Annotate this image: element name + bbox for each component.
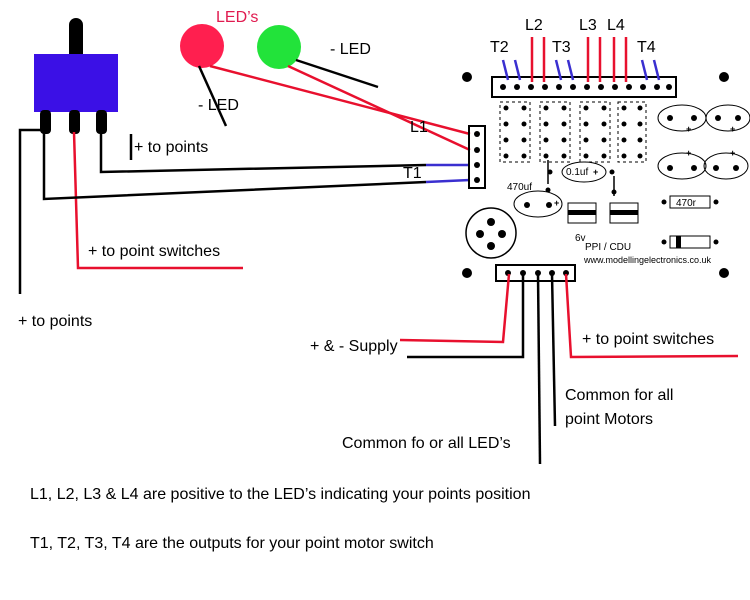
t3-label: T3 bbox=[552, 39, 571, 56]
socket-pin bbox=[487, 218, 495, 226]
t4-label: T4 bbox=[637, 39, 656, 56]
diode bbox=[669, 235, 711, 249]
l3-label: L3 bbox=[579, 17, 597, 34]
voltage-label: 6v bbox=[575, 233, 586, 244]
led-left-label: - LED bbox=[198, 97, 239, 114]
board-name: PPI / CDU bbox=[585, 242, 631, 253]
led-green bbox=[257, 25, 301, 69]
terminal-dot bbox=[661, 199, 667, 205]
transistor-right bbox=[609, 202, 639, 224]
wire-plus-to-points-left bbox=[18, 128, 43, 294]
common-motors-label-2: point Motors bbox=[565, 411, 653, 428]
website-label: www.modellingelectronics.co.uk bbox=[583, 255, 712, 265]
wire-led-red-l1 bbox=[209, 64, 471, 136]
l4-label: L4 bbox=[607, 17, 625, 34]
top-wires bbox=[501, 37, 661, 82]
t2-label: T2 bbox=[490, 39, 509, 56]
resistor-label: 470r bbox=[676, 198, 697, 209]
terminal-dot bbox=[611, 189, 617, 195]
terminal-dot bbox=[520, 270, 526, 276]
resistor-470r bbox=[669, 195, 711, 209]
power-socket bbox=[465, 207, 517, 259]
switch-pin-right bbox=[96, 110, 107, 134]
led-red bbox=[180, 24, 224, 68]
wire-supply-red bbox=[399, 273, 511, 344]
left-terminal-block bbox=[468, 125, 486, 189]
terminal-dot bbox=[563, 270, 569, 276]
plus-marker: + bbox=[730, 148, 735, 158]
mount-hole bbox=[719, 268, 729, 278]
capacitor-470uf bbox=[513, 190, 563, 218]
terminal-dot bbox=[713, 239, 719, 245]
wire-common-leds bbox=[536, 273, 542, 465]
terminal-dot bbox=[549, 270, 555, 276]
terminal-dot bbox=[474, 131, 480, 137]
plus-marker: + bbox=[686, 148, 691, 158]
right-components bbox=[657, 104, 750, 180]
plus-marker: + bbox=[554, 198, 559, 208]
plus-marker: + bbox=[686, 124, 691, 134]
note-line-2: T1, T2, T3, T4 are the outputs for your … bbox=[30, 535, 434, 552]
l1-label: L1 bbox=[410, 119, 428, 136]
diode-band bbox=[676, 236, 681, 248]
terminal-dot bbox=[546, 202, 552, 208]
switch-body bbox=[34, 54, 118, 112]
terminal-dot bbox=[524, 202, 530, 208]
plus-to-point-switches-left-label: + to point switches bbox=[88, 243, 220, 260]
plus-marker: + bbox=[730, 124, 735, 134]
wire-led-green-l2 bbox=[287, 64, 471, 152]
terminal-dot bbox=[609, 169, 615, 175]
relay-mid bbox=[539, 101, 571, 163]
note-line-1: L1, L2, L3 & L4 are positive to the LED’… bbox=[30, 486, 531, 503]
wire-led-red-neg bbox=[197, 65, 228, 127]
top-terminal-block bbox=[491, 76, 677, 98]
terminal-dot bbox=[713, 199, 719, 205]
socket-pin bbox=[487, 242, 495, 250]
plus-to-point-switches-right-label: + to point switches bbox=[582, 331, 714, 348]
cap-470uf-label: 470uf bbox=[507, 182, 532, 193]
mount-hole bbox=[719, 72, 729, 82]
bottom-terminal-block bbox=[495, 264, 576, 282]
wire-led-green-neg bbox=[295, 58, 379, 89]
terminal-dot bbox=[474, 162, 480, 168]
wire-left-pin-to-t1 bbox=[42, 132, 427, 201]
transistor-left bbox=[567, 202, 597, 224]
terminal-dot bbox=[661, 239, 667, 245]
relay-right bbox=[579, 101, 611, 163]
mount-hole bbox=[462, 268, 472, 278]
wire-common-motors bbox=[550, 273, 557, 427]
wire-t1-b bbox=[425, 178, 471, 184]
l2-label: L2 bbox=[525, 17, 543, 34]
capacitor-01uf bbox=[561, 161, 607, 183]
wire-plus-to-point-switches-right bbox=[564, 273, 739, 359]
relay-far bbox=[617, 101, 647, 163]
switch-pin-center bbox=[69, 110, 80, 134]
cap-01uf-label: 0.1uf bbox=[566, 167, 588, 178]
plus-marker: + bbox=[593, 167, 598, 177]
mount-hole bbox=[462, 72, 472, 82]
supply-label: + & - Supply bbox=[310, 338, 398, 355]
plus-to-points-bottom-label: + to points bbox=[18, 313, 92, 330]
wire-supply-black bbox=[407, 274, 525, 359]
t1-label: T1 bbox=[403, 165, 422, 182]
socket-pin bbox=[498, 230, 506, 238]
top-terminal-dots bbox=[500, 84, 672, 90]
wire-plus-to-point-switches-left bbox=[72, 131, 243, 270]
terminal-dot bbox=[474, 147, 480, 153]
terminal-dot bbox=[474, 177, 480, 183]
socket-pin bbox=[476, 230, 484, 238]
plus-to-points-top-label: + to points bbox=[134, 139, 208, 156]
leds-title: LED’s bbox=[216, 9, 258, 26]
common-motors-label-1: Common for all bbox=[565, 387, 673, 404]
switch-pin-left bbox=[40, 110, 51, 134]
led-right-label: - LED bbox=[330, 41, 371, 58]
relay-left bbox=[499, 101, 531, 163]
terminal-dot bbox=[545, 187, 551, 193]
common-leds-label: Common fo or all LED’s bbox=[342, 435, 511, 452]
terminal-dot bbox=[535, 270, 541, 276]
wire-plus-to-points-top bbox=[99, 132, 427, 174]
